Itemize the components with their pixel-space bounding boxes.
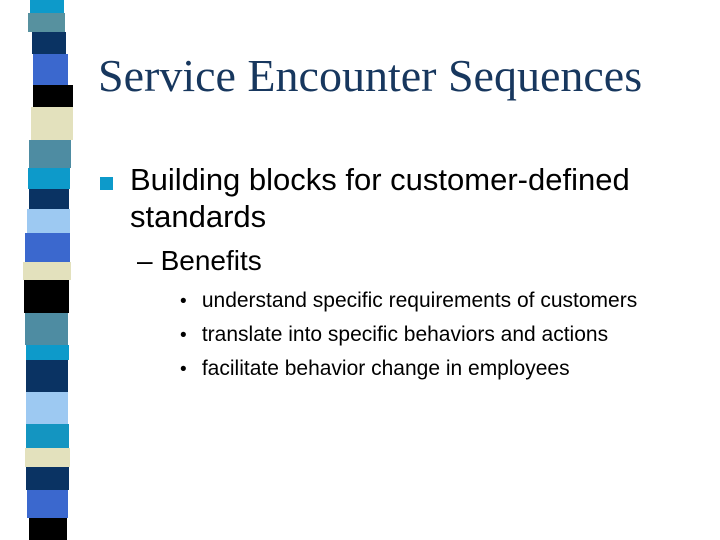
- dot-bullet-marker: •: [180, 359, 187, 380]
- bullet-level3-text: facilitate behavior change in employees: [201, 357, 570, 380]
- ribbon-segment: [27, 209, 70, 233]
- ribbon-segment: [25, 313, 68, 345]
- ribbon-segment: [26, 467, 69, 490]
- ribbon-segment: [33, 54, 68, 85]
- bullet-level1: Building blocks for customer-defined sta…: [130, 161, 690, 235]
- ribbon-segment: [33, 85, 73, 107]
- square-bullet-icon: [100, 177, 113, 190]
- ribbon-segment: [30, 0, 64, 13]
- ribbon-segment: [26, 345, 69, 360]
- ribbon-segment: [31, 107, 73, 140]
- bullet-level3-text: understand specific requirements of cust…: [201, 289, 638, 312]
- ribbon-segment: [24, 280, 69, 313]
- ribbon-segment: [25, 233, 70, 262]
- ribbon-segment: [26, 424, 69, 448]
- bullet-level2: –Benefits: [137, 246, 262, 276]
- ribbon-segment: [28, 13, 65, 32]
- bullet-level3-text: translate into specific behaviors and ac…: [201, 323, 609, 346]
- bullet-level1-line2: standards: [130, 199, 267, 234]
- dash-bullet-marker: –: [137, 245, 153, 276]
- bullet-level2-label: Benefits: [160, 245, 262, 276]
- ribbon-segment: [32, 32, 66, 54]
- dot-bullet-marker: •: [180, 325, 187, 346]
- ribbon-segment: [28, 168, 70, 189]
- bullet-level3-list: • understand specific requirements of cu…: [180, 286, 637, 388]
- list-item: • understand specific requirements of cu…: [180, 286, 637, 320]
- dot-bullet-marker: •: [180, 291, 187, 312]
- list-item: • translate into specific behaviors and …: [180, 320, 637, 354]
- ribbon-segment: [27, 490, 68, 518]
- ribbon-segment: [23, 262, 71, 280]
- ribbon-segment: [26, 392, 68, 424]
- bullet-level1-line1: Building blocks for customer-defined: [130, 162, 630, 197]
- ribbon-segment: [29, 189, 69, 209]
- slide-title: Service Encounter Sequences: [98, 50, 643, 101]
- decorative-ribbon: [0, 0, 90, 540]
- list-item: • facilitate behavior change in employee…: [180, 354, 637, 388]
- ribbon-segment: [29, 518, 67, 540]
- ribbon-segment: [29, 140, 71, 168]
- ribbon-segment: [25, 448, 70, 467]
- ribbon-segment: [26, 360, 68, 392]
